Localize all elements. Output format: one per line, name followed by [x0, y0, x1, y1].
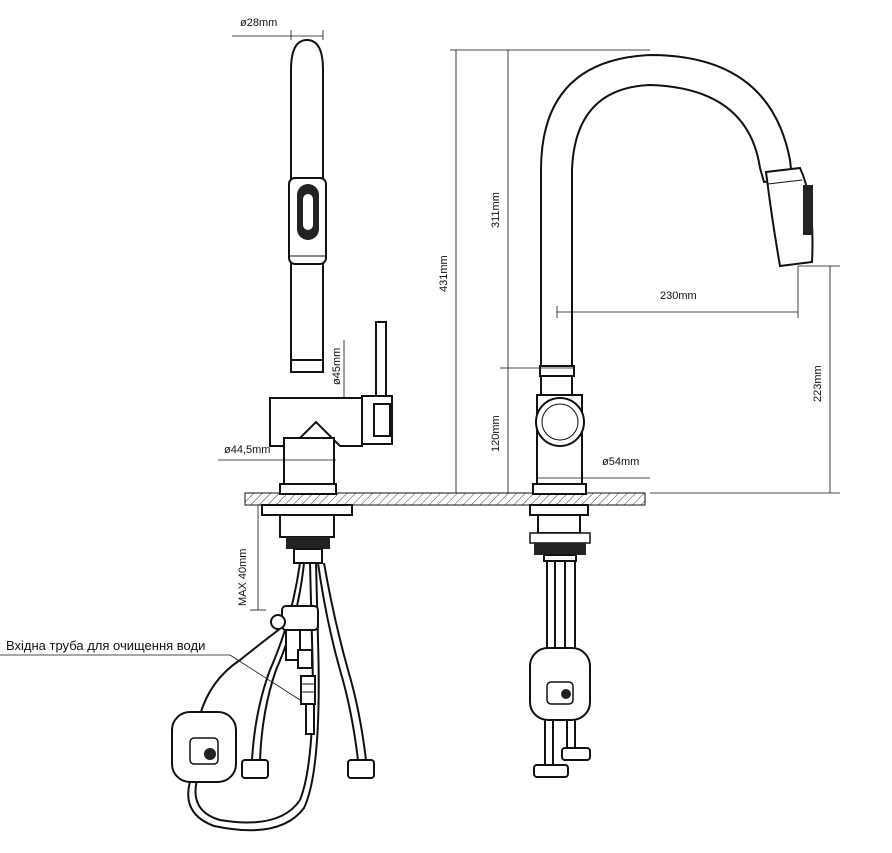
purifier-inlet-hose: [300, 675, 316, 705]
front-lever-knob: [535, 397, 585, 447]
annotation-leader: [229, 654, 301, 701]
front-view: [450, 49, 840, 778]
dim-max40: MAX 40mm: [237, 549, 249, 606]
dim-h311: 311mm: [490, 192, 502, 228]
dim-h223: 223mm: [812, 365, 824, 402]
hose-right: [317, 562, 359, 761]
dim-h120: 120mm: [490, 415, 502, 452]
annotation-inlet-label: Вхідна труба для очищення води: [6, 638, 205, 653]
hose-left: [251, 562, 301, 761]
dim-d54: ø54mm: [602, 456, 639, 468]
side-view: [0, 30, 646, 832]
dim-d44-5: ø44,5mm: [224, 444, 270, 456]
dim-reach230: 230mm: [660, 290, 697, 302]
countertop-left: [244, 492, 646, 506]
dim-h431: 431mm: [438, 255, 450, 292]
dim-d45: ø45mm: [331, 348, 343, 385]
front-gooseneck: [540, 53, 794, 401]
side-lever-handle: [375, 321, 387, 401]
purifier-tee-valve: [281, 605, 319, 631]
front-spray-head: [764, 166, 814, 268]
dim-d28: ø28mm: [240, 17, 277, 29]
pull-hose-loop: [194, 562, 314, 824]
